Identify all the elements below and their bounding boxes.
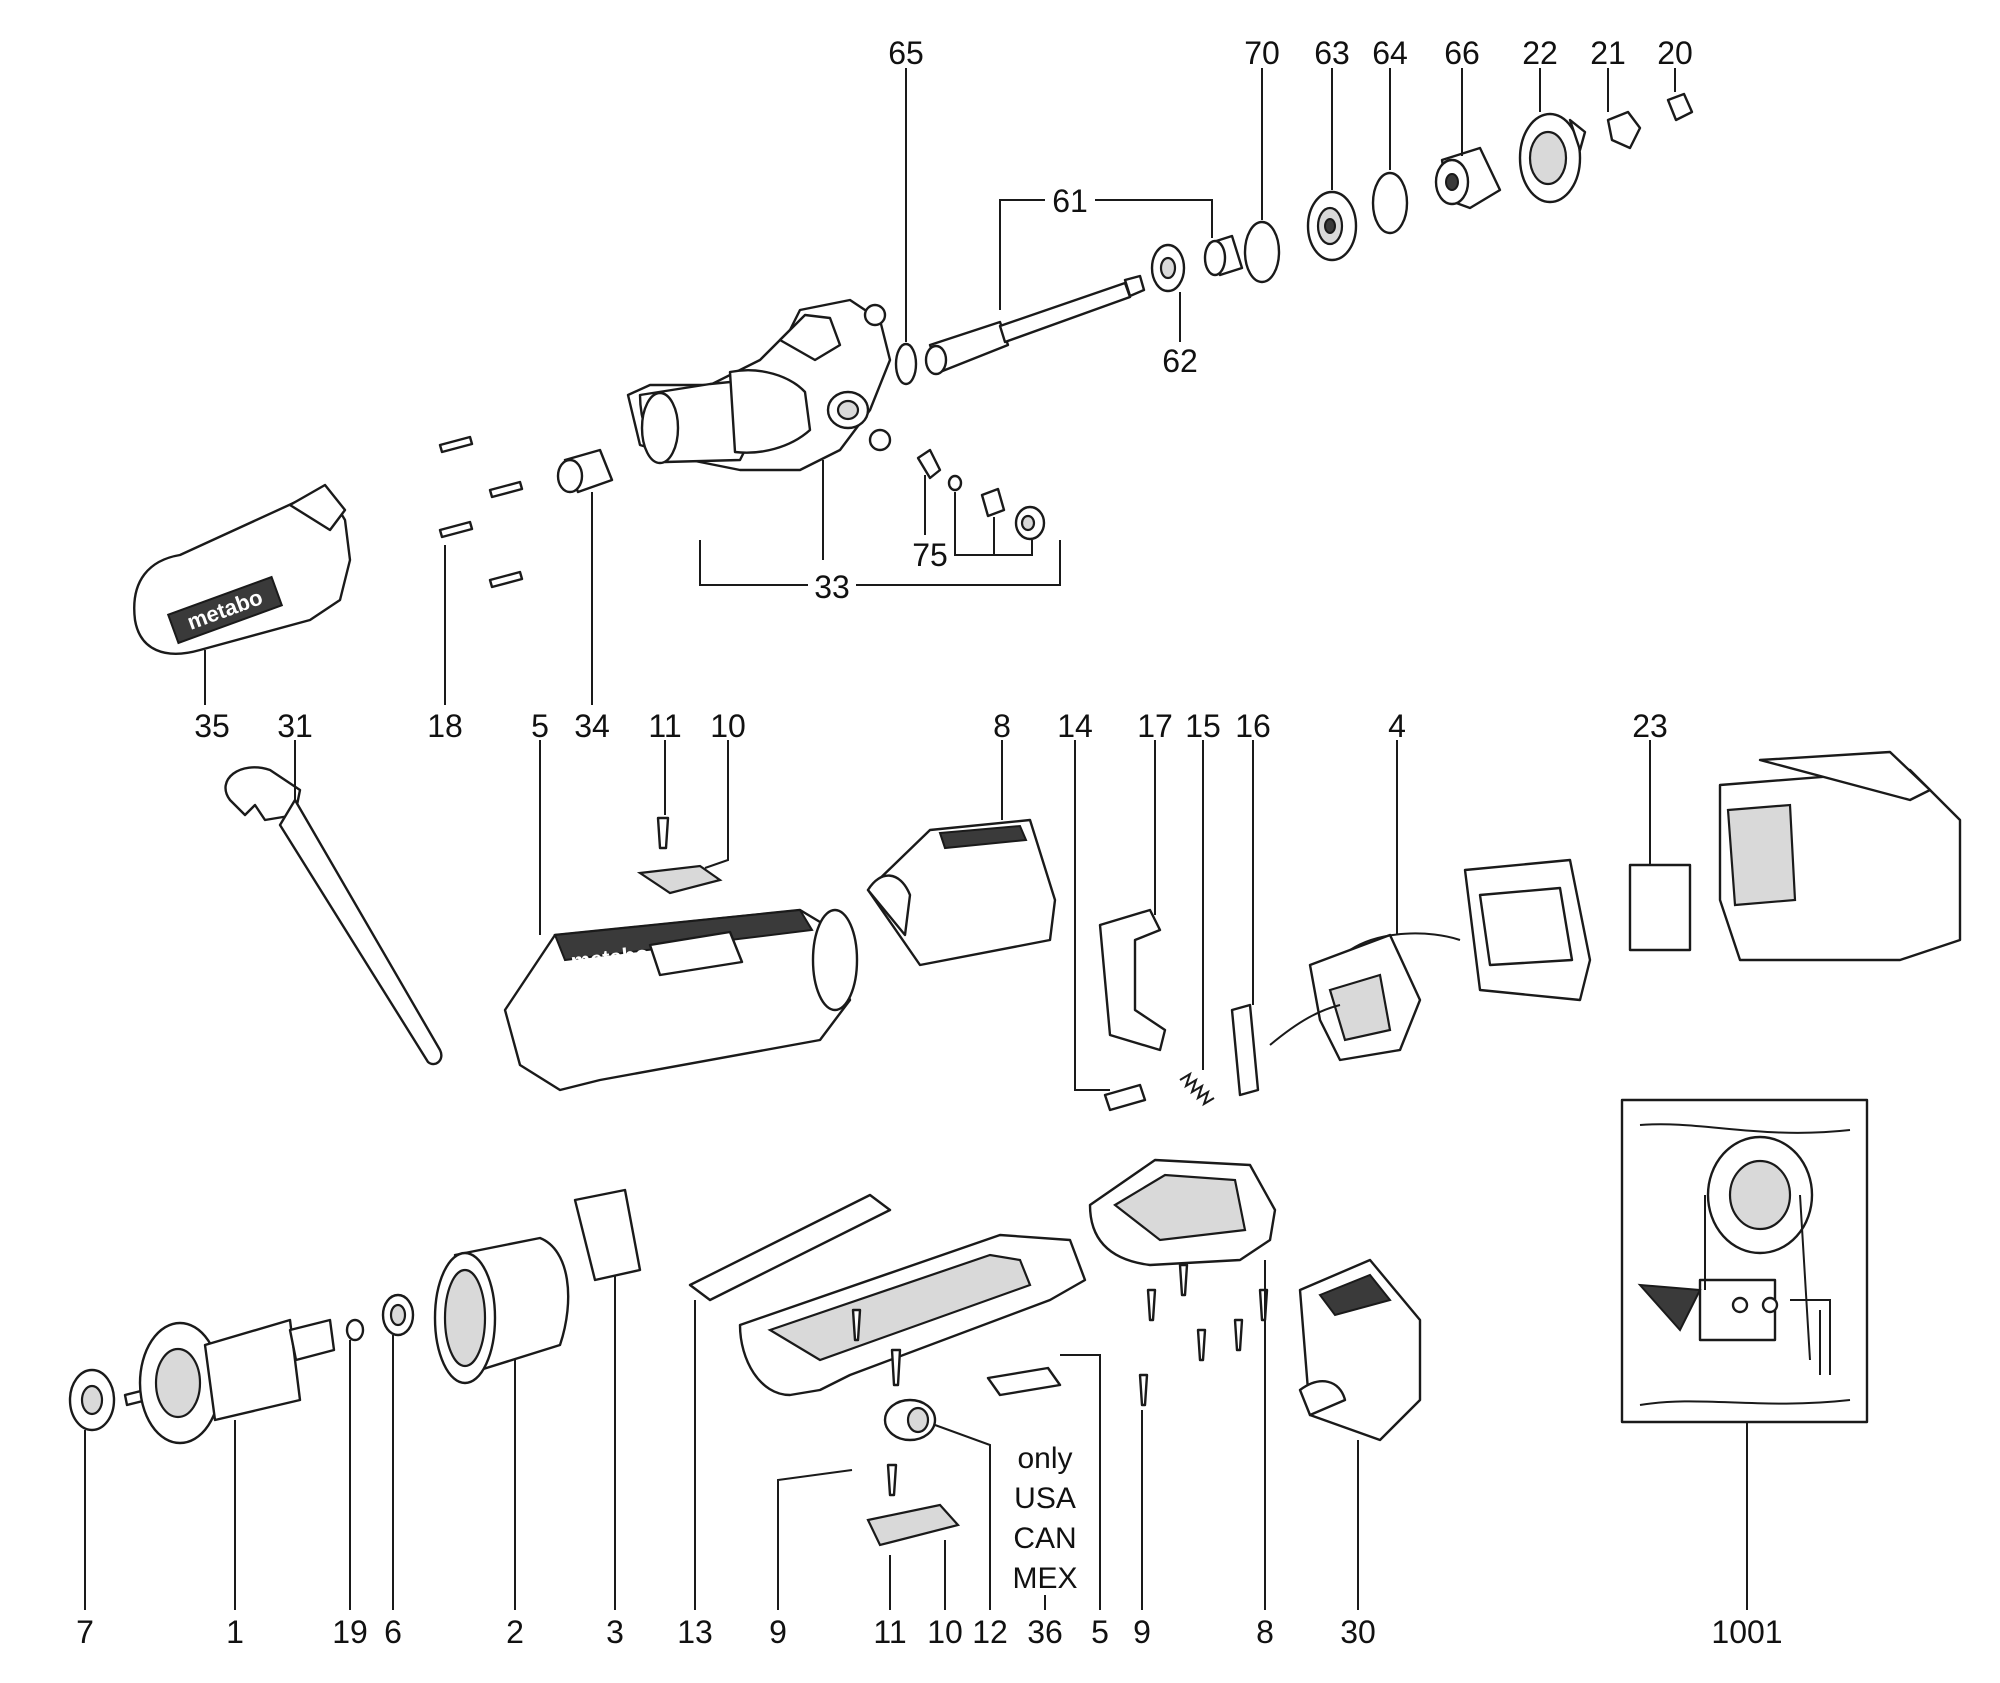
label-6: 6: [384, 1614, 402, 1650]
part-23-label: [1628, 863, 1692, 952]
part-8-cover-top: [866, 818, 1057, 967]
note-line-usa: USA: [1014, 1482, 1076, 1515]
label-70: 70: [1244, 35, 1280, 71]
label-20: 20: [1657, 35, 1693, 71]
part-64-circlip: [1371, 171, 1409, 235]
part-19-washer: [345, 1318, 365, 1342]
label-8-top: 8: [993, 708, 1011, 744]
part-7-bearing: [68, 1368, 116, 1432]
label-34: 34: [574, 708, 610, 744]
part-30-end-cap: [1298, 1258, 1422, 1442]
label-14: 14: [1057, 708, 1093, 744]
part-65-ring: [894, 342, 918, 386]
part-6-bearing: [381, 1293, 415, 1337]
part-13-bar: [688, 1193, 892, 1302]
part-34-collet-nut: [556, 448, 614, 494]
label-7: 7: [76, 1614, 94, 1650]
label-4: 4: [1388, 708, 1406, 744]
part-10-plate-lower: [866, 1503, 961, 1547]
part-12-knob: [883, 1398, 937, 1442]
label-1001: 1001: [1711, 1614, 1782, 1650]
part-5-handle-housing: metabo: [503, 908, 859, 1092]
note-line-only: only: [1017, 1442, 1072, 1475]
part-70-ring: [1243, 220, 1281, 284]
label-13: 13: [677, 1614, 713, 1650]
label-3: 3: [606, 1614, 624, 1650]
part-66-clamp: [1434, 146, 1502, 210]
part-11-screw-top: [656, 816, 670, 850]
label-22: 22: [1522, 35, 1558, 71]
part-61-sleeve: [1203, 234, 1244, 277]
label-31: 31: [277, 708, 313, 744]
label-2: 2: [506, 1614, 524, 1650]
label-30: 30: [1340, 1614, 1376, 1650]
label-35: 35: [194, 708, 230, 744]
part-14-pin: [1103, 1083, 1147, 1112]
part-number-labels: 65 70 63 64 66 22 21 20 61 62 75 33 35 3…: [76, 35, 1782, 1650]
part-9-screws-left: [851, 1308, 902, 1497]
part-1001-wiring-diagram: [1620, 1098, 1869, 1424]
label-66: 66: [1444, 35, 1480, 71]
label-33: 33: [814, 569, 850, 605]
part-36-label: [986, 1366, 1062, 1397]
label-11-bottom: 11: [873, 1614, 906, 1650]
part-17-switch-bracket: [1098, 908, 1167, 1052]
label-63: 63: [1314, 35, 1350, 71]
label-21: 21: [1590, 35, 1626, 71]
note-line-can: CAN: [1013, 1522, 1076, 1555]
label-1: 1: [226, 1614, 244, 1650]
label-62: 62: [1162, 343, 1198, 379]
part-22-nut: [1518, 112, 1587, 204]
label-23: 23: [1632, 708, 1668, 744]
part-10-plate-top: [636, 864, 723, 895]
note-line-mex: MEX: [1012, 1562, 1077, 1595]
label-18: 18: [427, 708, 463, 744]
label-10-bottom: 10: [927, 1614, 963, 1650]
part-15-spring: [1179, 1071, 1215, 1107]
label-64: 64: [1372, 35, 1408, 71]
label-65: 65: [888, 35, 924, 71]
label-75: 75: [912, 537, 948, 573]
label-5-bottom: 5: [1091, 1614, 1109, 1650]
part-20-cap: [1666, 92, 1694, 122]
label-9-left: 9: [769, 1614, 787, 1650]
part-2-stator: [433, 1236, 570, 1385]
part-9-screws-right: [1138, 1263, 1269, 1407]
part-62-spacer: [1150, 243, 1186, 293]
label-16: 16: [1235, 708, 1271, 744]
part-63-bearing: [1306, 190, 1358, 262]
part-61-spindle: [924, 274, 1146, 376]
part-4-electronics: [1269, 858, 1592, 1062]
part-31-wrench: [224, 766, 443, 1066]
part-33-gear-housing: [626, 298, 892, 472]
part-18-screws: [438, 435, 524, 589]
label-61: 61: [1052, 183, 1088, 219]
battery-pack: [1718, 750, 1962, 962]
label-12: 12: [972, 1614, 1008, 1650]
part-8-switch-housing: [1088, 1158, 1277, 1267]
label-19: 19: [332, 1614, 368, 1650]
regional-note: only USA CAN MEX: [1012, 1442, 1077, 1595]
part-35-nose-cap: metabo: [133, 483, 352, 655]
leader-lines: [84, 68, 1748, 1610]
part-75-group: [916, 448, 1046, 541]
part-1-armature: [123, 1318, 336, 1445]
label-36: 36: [1027, 1614, 1063, 1650]
label-15: 15: [1185, 708, 1221, 744]
label-9-right: 9: [1133, 1614, 1151, 1650]
part-16-slider: [1230, 1003, 1260, 1097]
part-5-lower-housing: [738, 1233, 1087, 1397]
label-10-top: 10: [710, 708, 746, 744]
label-11-top: 11: [648, 708, 681, 744]
label-17: 17: [1137, 708, 1173, 744]
label-5-top: 5: [531, 708, 549, 744]
part-3-brush-holder: [573, 1188, 642, 1282]
part-21-lever: [1606, 110, 1642, 150]
label-8-bottom: 8: [1256, 1614, 1274, 1650]
